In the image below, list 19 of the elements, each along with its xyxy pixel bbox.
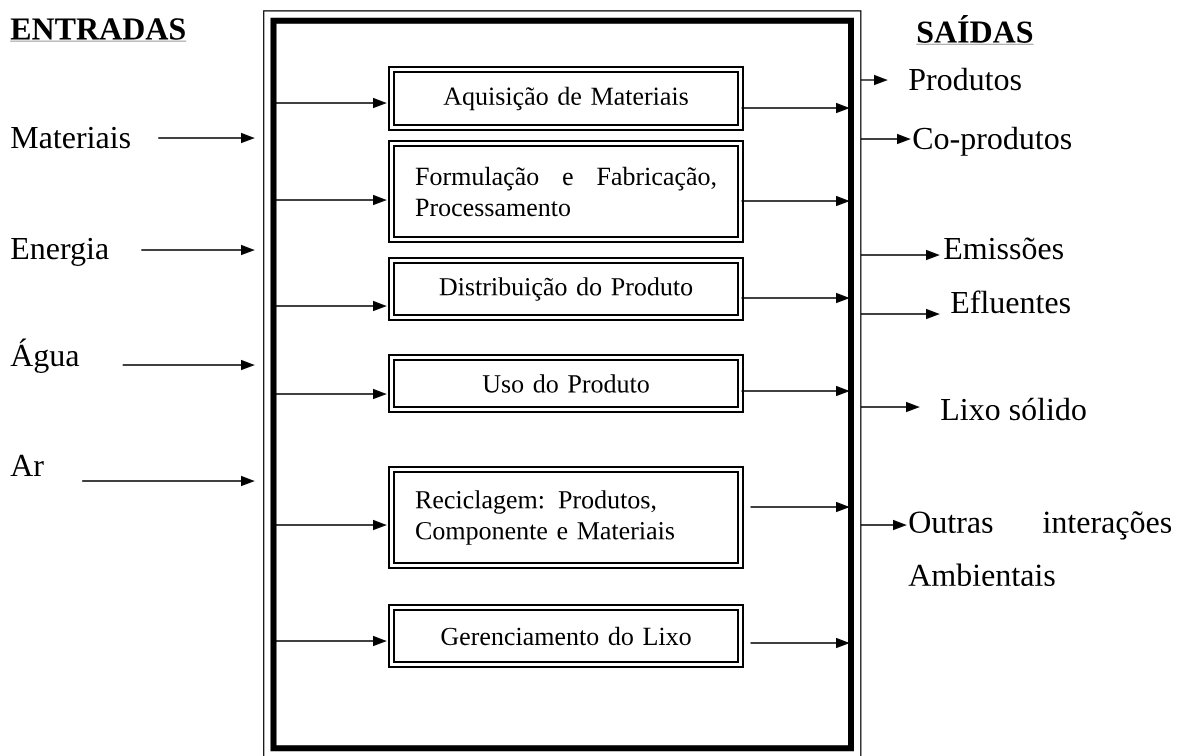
process-box: Formulação e Fabricação, Processamento xyxy=(388,140,744,243)
flow-label: Energia xyxy=(11,237,109,266)
flow-label: Outras interações Ambientais xyxy=(908,511,1172,587)
frame-box xyxy=(263,10,862,756)
flow-label: Lixo sólido xyxy=(941,397,1086,421)
flow-label: Água xyxy=(10,338,80,373)
process-box: Distribuição do Produto xyxy=(388,257,744,321)
flow-label: Produtos xyxy=(909,67,1021,91)
flow-label: Efluentes xyxy=(951,290,1070,314)
heading: SAÍDAS xyxy=(916,15,1034,45)
flow-label: Ar xyxy=(10,454,44,476)
process-box: Uso do Produto xyxy=(388,354,744,413)
process-box: Aquisição de Materiais xyxy=(388,66,744,131)
flow-label: Materiais xyxy=(11,126,130,149)
heading: ENTRADAS xyxy=(10,18,187,42)
flow-label: Emissões xyxy=(944,237,1063,260)
flow-label: Co-produtos xyxy=(913,126,1072,156)
process-box: Gerenciamento do Lixo xyxy=(388,604,744,668)
process-box: Reciclagem: Produtos, Componente e Materiais xyxy=(388,466,744,569)
